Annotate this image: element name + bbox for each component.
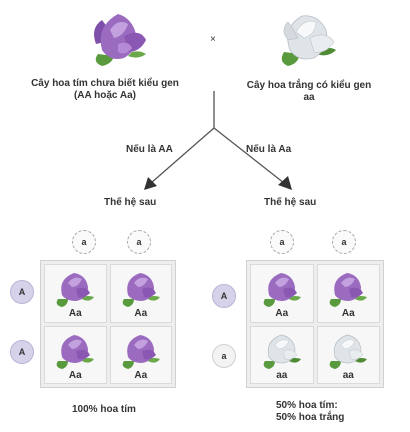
- right-row-allele-2: a: [212, 344, 236, 368]
- right-col-allele-1: a: [270, 230, 294, 254]
- purple-flower-icon: [122, 334, 160, 369]
- cross-symbol: ×: [210, 34, 216, 45]
- right-row-allele-1: A: [212, 284, 236, 308]
- purple-flower-parent-icon: [94, 14, 146, 66]
- genotype-label: Aa: [275, 308, 289, 319]
- purple-parent-label: Cây hoa tím chưa biết kiểu gen (AA hoặc …: [31, 78, 179, 101]
- punnett-cell: aa: [316, 325, 380, 384]
- left-row-allele-1: A: [10, 280, 34, 304]
- white-flower-icon: [329, 334, 368, 369]
- genotype-label: Aa: [68, 369, 82, 381]
- purple-flower-icon: [263, 273, 301, 307]
- left-col-allele-2: a: [127, 230, 151, 254]
- right-condition-label: Nếu là Aa: [246, 144, 292, 155]
- genotype-label: aa: [276, 369, 288, 381]
- white-flower-parent-icon: [281, 15, 336, 66]
- genotype-label: Aa: [134, 369, 148, 381]
- left-offspring-label: Thế hệ sau: [104, 197, 157, 208]
- punnett-cell: Aa: [109, 264, 172, 323]
- punnett-cell: Aa: [44, 325, 107, 384]
- punnett-cell: Aa: [316, 264, 380, 323]
- punnett-cell: Aa: [44, 264, 107, 323]
- white-parent-label: Cây hoa trắng có kiểu gen aa: [246, 80, 372, 103]
- right-result-label: 50% hoa tím: 50% hoa trắng: [276, 400, 345, 423]
- right-offspring-label: Thế hệ sau: [264, 197, 317, 208]
- punnett-cell: aa: [250, 325, 314, 384]
- genotype-label: Aa: [134, 308, 148, 319]
- branch-arrows: [144, 91, 292, 190]
- left-condition-label: Nếu là AA: [126, 144, 173, 155]
- genotype-label: Aa: [68, 308, 82, 319]
- purple-flower-icon: [122, 273, 160, 307]
- genotype-label: aa: [342, 369, 354, 381]
- left-col-allele-1: a: [72, 230, 96, 254]
- punnett-square-left: Aa Aa Aa Aa: [40, 260, 176, 388]
- purple-flower-icon: [329, 273, 368, 307]
- punnett-cell: Aa: [109, 325, 172, 384]
- purple-flower-icon: [56, 273, 95, 307]
- purple-flower-icon: [56, 334, 95, 369]
- punnett-cell: Aa: [250, 264, 314, 323]
- left-result-label: 100% hoa tím: [72, 404, 136, 415]
- right-col-allele-2: a: [332, 230, 356, 254]
- punnett-square-right: Aa Aa aa aa: [246, 260, 384, 388]
- genotype-label: Aa: [341, 308, 355, 319]
- white-flower-icon: [263, 334, 301, 369]
- left-row-allele-2: A: [10, 340, 34, 364]
